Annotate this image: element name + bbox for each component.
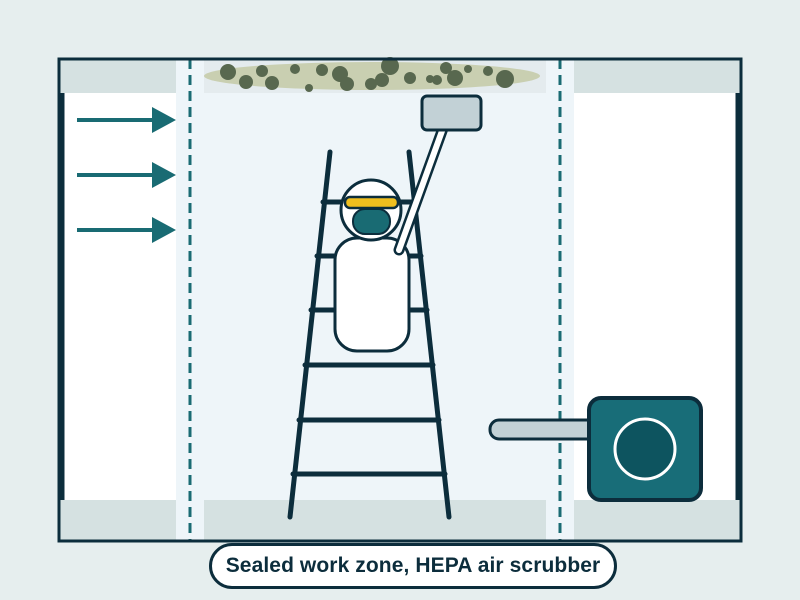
mold-spot [404,72,416,84]
exhaust-duct [488,418,600,441]
arrow-right-icon [77,107,176,133]
mold-spot [365,78,377,90]
mold-spot [432,75,442,85]
mold-spot [381,57,399,75]
mold-spot [426,75,434,83]
goggles [343,195,400,210]
arrow-right-icon [77,217,176,243]
mold-spot [483,66,493,76]
mold-spot [256,65,268,77]
mold-spot [290,64,300,74]
mold-spot [220,64,236,80]
mold-spots-icon [204,57,540,92]
mold-spot [375,73,389,87]
floor-band-right [574,500,741,541]
hepa-air-scrubber-icon [587,396,703,502]
airflow-arrows [77,107,176,243]
mold-spot [316,64,328,76]
arrow-right-icon [77,162,176,188]
ceiling-band-right [574,59,741,93]
room-frame [57,57,743,543]
mold-spot [340,77,354,91]
mold-spot [265,76,279,90]
mold-spot [447,70,463,86]
scraper-tool-icon [420,94,483,132]
respirator-mask [352,208,391,235]
air-scrubber-fan [613,417,677,481]
floor-band-left [59,500,176,541]
caption-label: Sealed work zone, HEPA air scrubber [209,543,617,589]
mold-spot [464,65,472,73]
worker-arm [396,117,449,253]
mold-spot [305,84,313,92]
ceiling-band-left [59,59,176,93]
ladder-rail-left [287,149,333,520]
worker-in-protective-suit-icon [333,114,452,353]
mold-spot [440,62,452,74]
mold-spot [239,75,253,89]
floor [59,500,741,541]
floor-band-zone [204,500,546,541]
mold-spot [496,70,514,88]
